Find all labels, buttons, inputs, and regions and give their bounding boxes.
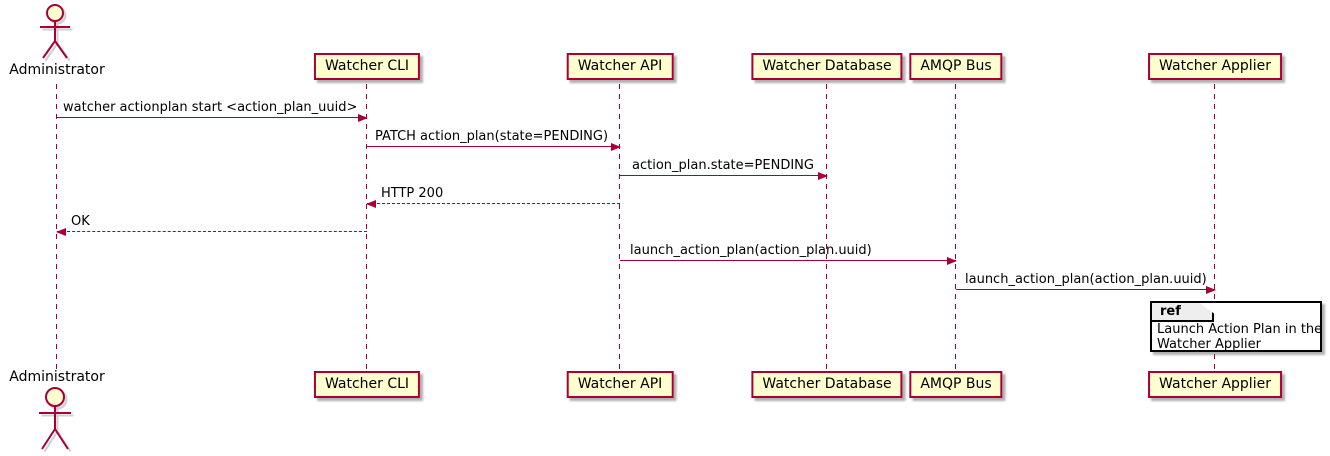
message-label: PATCH action_plan(state=PENDING): [375, 129, 609, 144]
message-arrow-line: [956, 289, 1215, 290]
message-label: HTTP 200: [381, 186, 444, 201]
message-label: action_plan.state=PENDING: [632, 158, 814, 173]
lifeline-amqp-bus: [955, 84, 956, 372]
message-start-actionplan: watcher actionplan start <action_plan_uu…: [57, 97, 368, 122]
message-arrow-line: [620, 175, 827, 176]
ref-fragment: ref Launch Action Plan in the Watcher Ap…: [1150, 301, 1322, 352]
participant-watcher-api-bottom: Watcher API: [566, 371, 674, 398]
message-label: watcher actionplan start <action_plan_uu…: [63, 100, 358, 115]
arrowhead-right-icon: [818, 172, 828, 180]
participant-watcher-cli-bottom: Watcher CLI: [313, 371, 421, 398]
participant-watcher-database-top: Watcher Database: [751, 53, 903, 80]
ref-text: Launch Action Plan in the Watcher Applie…: [1157, 322, 1322, 352]
message-arrow-line: [620, 260, 956, 261]
participant-watcher-database-bottom: Watcher Database: [751, 371, 903, 398]
message-http-200: HTTP 200: [366, 183, 620, 208]
arrowhead-right-icon: [611, 143, 621, 151]
ref-text-line: Watcher Applier: [1157, 337, 1261, 352]
participant-watcher-applier-bottom: Watcher Applier: [1148, 371, 1282, 398]
message-arrow-line: [367, 203, 620, 204]
participant-amqp-bus-top: AMQP Bus: [909, 53, 1003, 80]
participant-amqp-bus-bottom: AMQP Bus: [909, 371, 1003, 398]
message-arrow-line: [57, 231, 367, 232]
arrowhead-right-icon: [358, 114, 368, 122]
actor-label: Administrator: [9, 62, 105, 78]
message-state-pending: action_plan.state=PENDING: [620, 155, 828, 180]
message-launch-action-plan-applier: launch_action_plan(action_plan.uuid): [956, 269, 1216, 294]
actor-administrator-bottom: Administrator: [0, 369, 114, 455]
lifeline-watcher-cli: [366, 84, 367, 372]
participant-watcher-applier-top: Watcher Applier: [1148, 53, 1282, 80]
message-patch-action-plan: PATCH action_plan(state=PENDING): [367, 126, 621, 151]
arrowhead-left-icon: [56, 228, 66, 236]
ref-keyword: ref: [1152, 303, 1214, 322]
arrowhead-right-icon: [1206, 286, 1216, 294]
message-arrow-line: [57, 117, 367, 118]
actor-label: Administrator: [9, 369, 105, 385]
actor-icon: [39, 387, 74, 453]
lifeline-watcher-applier: [1214, 84, 1215, 372]
message-label: launch_action_plan(action_plan.uuid): [965, 272, 1207, 287]
message-ok: OK: [56, 211, 367, 236]
lifeline-watcher-api: [619, 84, 620, 372]
actor-administrator-top: Administrator: [0, 4, 114, 78]
message-label: OK: [71, 214, 90, 229]
participant-watcher-cli-top: Watcher CLI: [313, 53, 421, 80]
actor-icon: [40, 4, 73, 62]
participant-watcher-api-top: Watcher API: [566, 53, 674, 80]
arrowhead-right-icon: [947, 257, 957, 265]
message-launch-action-plan-bus: launch_action_plan(action_plan.uuid): [620, 240, 957, 265]
arrowhead-left-icon: [366, 200, 376, 208]
lifeline-watcher-database: [826, 84, 827, 372]
ref-text-line: Launch Action Plan in the: [1157, 322, 1323, 337]
message-label: launch_action_plan(action_plan.uuid): [630, 243, 872, 258]
message-arrow-line: [367, 146, 620, 147]
